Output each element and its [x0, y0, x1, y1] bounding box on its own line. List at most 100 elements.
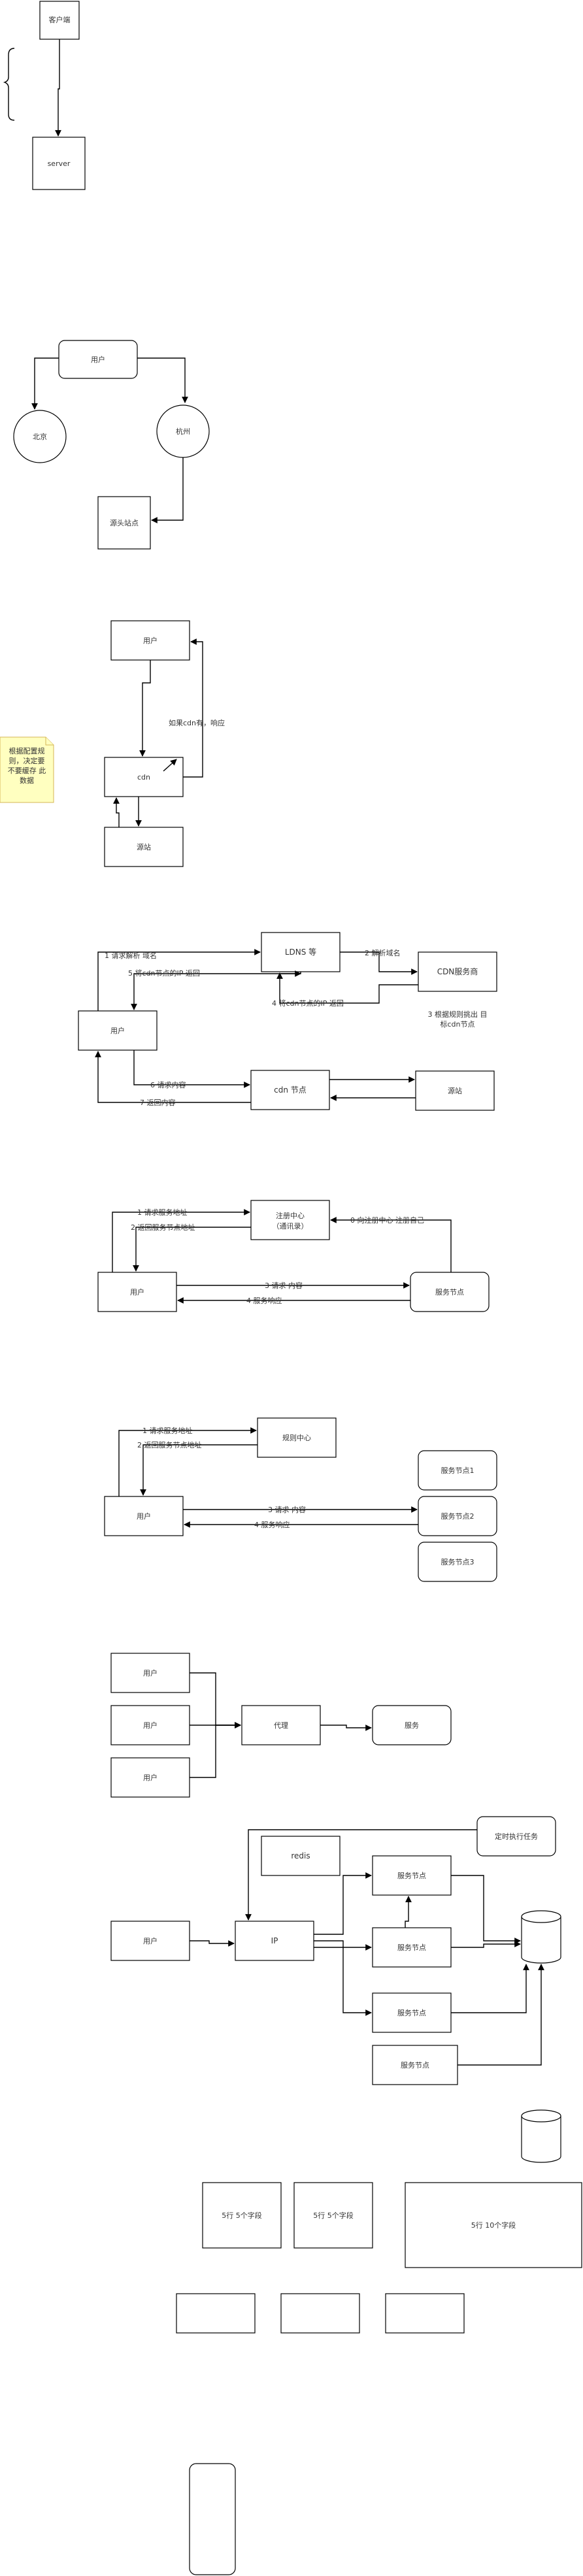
service-box[interactable]: 服务 — [372, 1705, 452, 1745]
arrow-ip-to-node3 — [314, 1947, 372, 2016]
arrow-origin-to-cdn — [113, 797, 120, 829]
user-2-box[interactable]: 用户 — [110, 1705, 190, 1745]
step3-label-line-1: 3 根据规则挑出 目 — [428, 1010, 488, 1019]
user-label: 用户 — [130, 1287, 144, 1296]
section-cdn-dns: LDNS 等 CDN服务商 用户 cdn 节点 源站 1 请求解析 域名 5 将… — [78, 932, 497, 1111]
arrow-user1-to-proxy — [190, 1672, 241, 1728]
arrow-step4 — [276, 972, 418, 1004]
arrow-user-to-ip — [190, 1940, 235, 1947]
user-label: 用户 — [91, 355, 105, 364]
user-box[interactable]: 用户 — [110, 620, 190, 661]
user-box[interactable]: 用户 — [58, 340, 138, 379]
ip-label: IP — [271, 1936, 278, 1945]
user3-label: 用户 — [143, 1773, 158, 1782]
section-tables: 5行 5个字段 5行 5个字段 5行 10个字段 — [176, 2182, 582, 2575]
section-regions: 用户 北京 杭州 源头站点 — [13, 340, 210, 550]
tall-rounded-box[interactable] — [189, 2463, 236, 2575]
step7-label: 7 返回内容 — [140, 1098, 176, 1107]
arrow-node2-to-node1 — [405, 1896, 412, 1928]
arrow-step1 — [97, 949, 261, 1011]
client-label: 客户端 — [49, 15, 71, 24]
user1-label: 用户 — [143, 1668, 158, 1677]
ldns-box[interactable]: LDNS 等 — [261, 932, 341, 972]
server-box[interactable]: server — [32, 137, 86, 190]
arrow-user-to-beijing — [31, 357, 59, 410]
arrow-hangzhou-to-origin — [151, 457, 184, 523]
table3-label: 5行 10个字段 — [471, 2221, 516, 2230]
step5-label: 5 将cdn节点的IP 返回 — [128, 968, 200, 978]
user-label: 用户 — [143, 636, 158, 645]
user-box[interactable]: 用户 — [78, 1010, 158, 1051]
arrow-step2 — [133, 1227, 251, 1272]
arrow-step1 — [118, 1427, 257, 1496]
cdn-node-box[interactable]: cdn 节点 — [250, 1070, 330, 1110]
service-node-2-box[interactable]: 服务节点 — [372, 1927, 452, 1968]
arrow-proxy-to-service — [320, 1725, 372, 1731]
user-box[interactable]: 用户 — [97, 1272, 177, 1312]
step6-label: 6 请求内容 — [150, 1080, 186, 1089]
rule-center-box[interactable]: 规则中心 — [257, 1417, 337, 1458]
empty-box-1[interactable] — [176, 2293, 256, 2334]
user-box[interactable]: 用户 — [110, 1921, 190, 1961]
arrow-user-to-cdn — [139, 660, 151, 757]
user2-label: 用户 — [143, 1721, 158, 1730]
service-node-box[interactable]: 服务节点 — [410, 1272, 490, 1312]
ip-box[interactable]: IP — [235, 1921, 314, 1961]
arrow-step2 — [140, 1444, 258, 1496]
service-node-2-box[interactable]: 服务节点2 — [418, 1496, 497, 1536]
origin-box[interactable]: 源站 — [104, 827, 184, 867]
cdn-box[interactable]: cdn — [104, 757, 184, 797]
origin-site-box[interactable]: 源头站点 — [97, 496, 151, 550]
registry-label-line-1: 注册中心 — [276, 1211, 305, 1220]
cdn-node-label: cdn 节点 — [274, 1085, 307, 1095]
arrow-step0 — [330, 1217, 452, 1272]
service-node-1-box[interactable]: 服务节点1 — [418, 1450, 497, 1491]
server-label: server — [48, 159, 71, 168]
arrow-client-to-server — [55, 39, 61, 137]
cdn-provider-label: CDN服务商 — [437, 966, 478, 976]
table2-label: 5行 5个字段 — [313, 2211, 354, 2220]
arrow-task-to-ip — [245, 1829, 477, 1921]
user-1-box[interactable]: 用户 — [110, 1653, 190, 1693]
empty-box-2[interactable] — [280, 2293, 360, 2334]
section-cdn-cache: 用户 cdn 如果cdn有，响应 源站 根据配置规 则，决定要 不要缓存 此 数… — [0, 620, 225, 867]
cdn-provider-box[interactable]: CDN服务商 — [418, 951, 497, 992]
client-box[interactable]: 客户端 — [39, 1, 80, 40]
empty-box-3[interactable] — [385, 2293, 465, 2334]
arrow-user3-to-proxy — [190, 1722, 241, 1778]
service-node-1-box[interactable]: 服务节点 — [372, 1855, 452, 1896]
section-client-server: 客户端 server — [3, 1, 86, 190]
origin-label: 源站 — [448, 1086, 462, 1095]
step3-label-line-2: 标cdn节点 — [440, 1019, 475, 1029]
user-label: 用户 — [110, 1026, 125, 1035]
origin-box[interactable]: 源站 — [415, 1070, 495, 1111]
registry-box[interactable]: 注册中心 （通讯录） — [250, 1200, 330, 1240]
origin-label: 源站 — [137, 842, 151, 851]
table-box-2[interactable]: 5行 5个字段 — [293, 2182, 373, 2249]
arrow-user-to-hangzhou — [137, 357, 188, 403]
node2-label: 服务节点 — [397, 1943, 426, 1952]
step2-label: 2 返回服务节点地址 — [137, 1440, 202, 1449]
table1-label: 5行 5个字段 — [222, 2211, 262, 2220]
service-label: 服务 — [405, 1721, 419, 1730]
table-box-1[interactable]: 5行 5个字段 — [202, 2182, 282, 2249]
database-cylinder[interactable] — [521, 1910, 561, 1964]
step3-label: 3 请求 内容 — [265, 1281, 303, 1290]
service-node-3-box[interactable]: 服务节点3 — [418, 1542, 497, 1582]
scheduled-task-box[interactable]: 定时执行任务 — [476, 1816, 556, 1857]
node1-label: 服务节点 — [397, 1872, 426, 1880]
arrow-node3-to-db — [451, 1964, 529, 2013]
curly-brace-shape — [3, 48, 15, 121]
service-node-3-box[interactable]: 服务节点 — [372, 1992, 452, 2033]
hangzhou-circle[interactable]: 杭州 — [156, 405, 210, 458]
proxy-box[interactable]: 代理 — [241, 1705, 321, 1745]
user-box[interactable]: 用户 — [104, 1496, 184, 1536]
arrow-step7 — [95, 1051, 251, 1103]
table-box-3[interactable]: 5行 10个字段 — [405, 2182, 582, 2268]
step2-label: 2 返回服务节点地址 — [131, 1223, 195, 1232]
service-node-4-box[interactable]: 服务节点 — [372, 2045, 458, 2085]
beijing-circle[interactable]: 北京 — [13, 410, 67, 463]
database-cylinder-2[interactable] — [521, 2109, 561, 2163]
user-3-box[interactable]: 用户 — [110, 1757, 190, 1798]
redis-box[interactable]: redis — [261, 1836, 341, 1876]
